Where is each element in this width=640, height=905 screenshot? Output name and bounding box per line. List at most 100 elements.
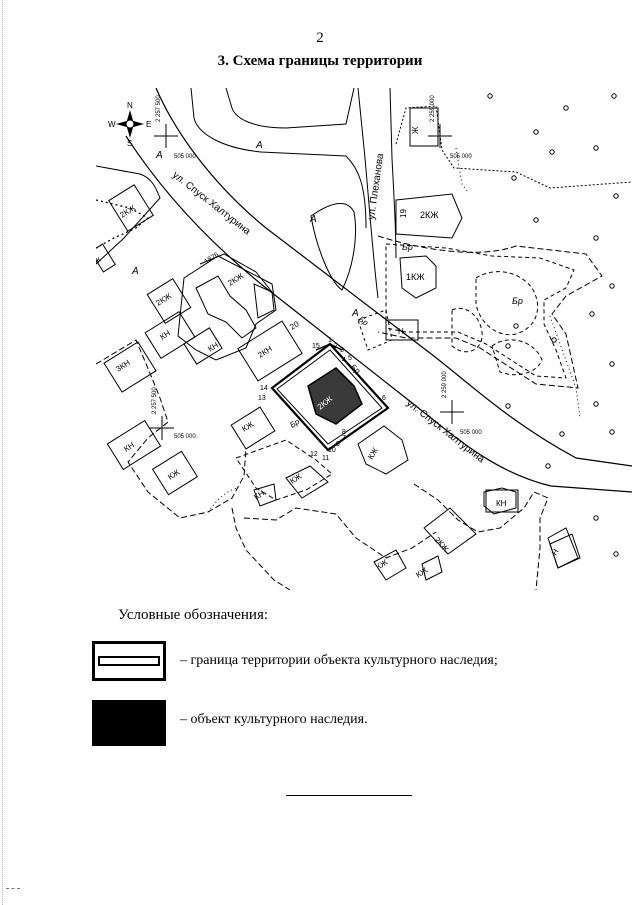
building-label: 1876 bbox=[203, 251, 220, 265]
coordinate-crosses bbox=[150, 124, 464, 440]
building-kzh-mid bbox=[230, 406, 276, 450]
compass-icon: N S E W bbox=[108, 101, 151, 148]
street-label-spusk-khalturina-upper: ул. Спуск Халтурина bbox=[170, 170, 253, 238]
building-label: 1КЖ bbox=[406, 272, 425, 282]
boundary-point-label: 1 bbox=[328, 337, 332, 344]
building-kzh-east bbox=[357, 425, 409, 475]
coordinate-label: 2 257 500 bbox=[152, 387, 158, 414]
upper-left-block bbox=[96, 165, 161, 265]
boundary-point-label: 6 bbox=[382, 395, 386, 402]
building-label: Н bbox=[398, 327, 404, 336]
building-label: КН bbox=[158, 328, 172, 341]
road-upper bbox=[190, 88, 367, 229]
building-label: КЖ bbox=[166, 467, 182, 481]
building-kzh-lowerleft bbox=[151, 450, 199, 496]
building-n-lowerright bbox=[547, 527, 579, 569]
coordinate-label: 505 000 bbox=[174, 154, 196, 160]
building-label: 2КЖ bbox=[154, 291, 173, 308]
boundary-point-label: 14 bbox=[260, 385, 268, 392]
road-mark-a: А bbox=[351, 308, 359, 319]
legend-text-boundary: – граница территории объекта культурного… bbox=[180, 653, 498, 668]
binding-margin bbox=[2, 0, 4, 905]
boundary-point-label: 5 bbox=[348, 355, 352, 362]
central-block bbox=[177, 255, 277, 361]
boundary-point-label: 12 bbox=[310, 451, 318, 458]
zone-mark-br: Бр bbox=[402, 242, 413, 252]
territory-map: N S E W 2 257 500 505 000 2 259 000 505 … bbox=[96, 88, 632, 590]
building-label: 2КЖ bbox=[226, 271, 245, 288]
building-label: КН bbox=[496, 499, 507, 508]
road-spusk-khalturina bbox=[125, 88, 632, 493]
boundary-swatch bbox=[92, 641, 166, 681]
zone-mark-br: Бр bbox=[357, 314, 371, 327]
boundary-point-label: 7 bbox=[342, 435, 346, 442]
road-mark-a: А bbox=[309, 214, 317, 225]
building-label: КЖ bbox=[374, 557, 390, 571]
building-2kzh-topleft bbox=[108, 184, 154, 232]
coordinate-label: 2 257 500 bbox=[156, 95, 162, 122]
building-label: КН bbox=[122, 440, 136, 453]
building-19-2kzh bbox=[395, 193, 463, 239]
building-label: КЖ bbox=[366, 446, 380, 462]
building-label: КЖ bbox=[240, 419, 256, 433]
coordinate-label: 505 000 bbox=[460, 430, 482, 436]
building-number: 20 bbox=[288, 319, 301, 332]
building-label: Ж bbox=[96, 256, 103, 266]
zone-mark-br: Бр bbox=[512, 296, 523, 306]
footer-rule bbox=[286, 795, 412, 796]
building-label: Н bbox=[550, 547, 561, 557]
boundary-point-label: 8 bbox=[342, 429, 346, 436]
zone-boundary-right bbox=[413, 483, 549, 590]
boundary-point-label: 15 bbox=[312, 343, 320, 350]
building-number: 19 bbox=[399, 209, 408, 218]
boundary-point-label: 9 bbox=[336, 441, 340, 448]
boundary-point-label: 11 bbox=[322, 455, 329, 462]
boundary-point-label: 2 bbox=[334, 343, 338, 350]
building-kn-right bbox=[485, 489, 519, 513]
coordinate-label: 505 000 bbox=[174, 434, 196, 440]
building-label: Ж bbox=[411, 126, 420, 134]
margin-mark bbox=[6, 888, 20, 889]
compass-w: W bbox=[108, 120, 116, 129]
building-kn-lowerleft bbox=[106, 419, 162, 471]
compass-s: S bbox=[127, 139, 132, 148]
street-label-plekhanova: ул. Плеханова bbox=[366, 152, 386, 220]
tree-markers bbox=[487, 93, 619, 557]
building-label: КЖ bbox=[414, 565, 430, 579]
page-number: 2 bbox=[316, 30, 324, 46]
heritage-object bbox=[307, 367, 363, 425]
compass-n: N bbox=[127, 101, 133, 110]
road-upper-2 bbox=[225, 88, 355, 129]
building-2kzh-central bbox=[146, 277, 192, 325]
page-title: 3. Схема границы территории bbox=[217, 53, 423, 69]
triangle-block bbox=[310, 203, 356, 291]
building-2kzh-lowerright bbox=[423, 507, 477, 555]
coordinate-label: 2 259 000 bbox=[442, 371, 448, 398]
boundary-point-label: 4 bbox=[342, 357, 346, 364]
coordinate-label: 505 000 bbox=[450, 154, 472, 160]
coordinate-label: 2 259 000 bbox=[430, 95, 436, 122]
road-mark-a: А bbox=[255, 140, 263, 151]
building-kzh-south bbox=[285, 465, 329, 499]
legend-text-object: – объект культурного наследия. bbox=[180, 712, 368, 727]
object-swatch bbox=[92, 700, 166, 746]
boundary-point-label: 3 bbox=[340, 347, 344, 354]
building-n-upperright bbox=[385, 319, 419, 341]
road-mark-a: А bbox=[131, 266, 139, 277]
building-1kzh bbox=[399, 255, 437, 299]
building-label: 3КН bbox=[114, 358, 132, 374]
heritage-boundary bbox=[270, 342, 390, 452]
legend-heading: Условные обозначения: bbox=[118, 607, 269, 623]
building-label: 2КЖ bbox=[420, 210, 439, 220]
boundary-point-label: 10 bbox=[328, 447, 336, 454]
building-label: 2КН bbox=[256, 344, 274, 360]
boundary-point-label: 13 bbox=[258, 395, 266, 402]
building-label: 2КЖ bbox=[433, 535, 451, 554]
compass-e: E bbox=[146, 120, 151, 129]
road-plekhanova bbox=[357, 88, 397, 299]
building-20-2kn bbox=[237, 320, 303, 382]
building-3kn bbox=[103, 341, 157, 393]
building-label: КЖ bbox=[288, 471, 304, 485]
road-mark-a: А bbox=[155, 150, 163, 161]
zone-boundary-left bbox=[96, 339, 247, 519]
